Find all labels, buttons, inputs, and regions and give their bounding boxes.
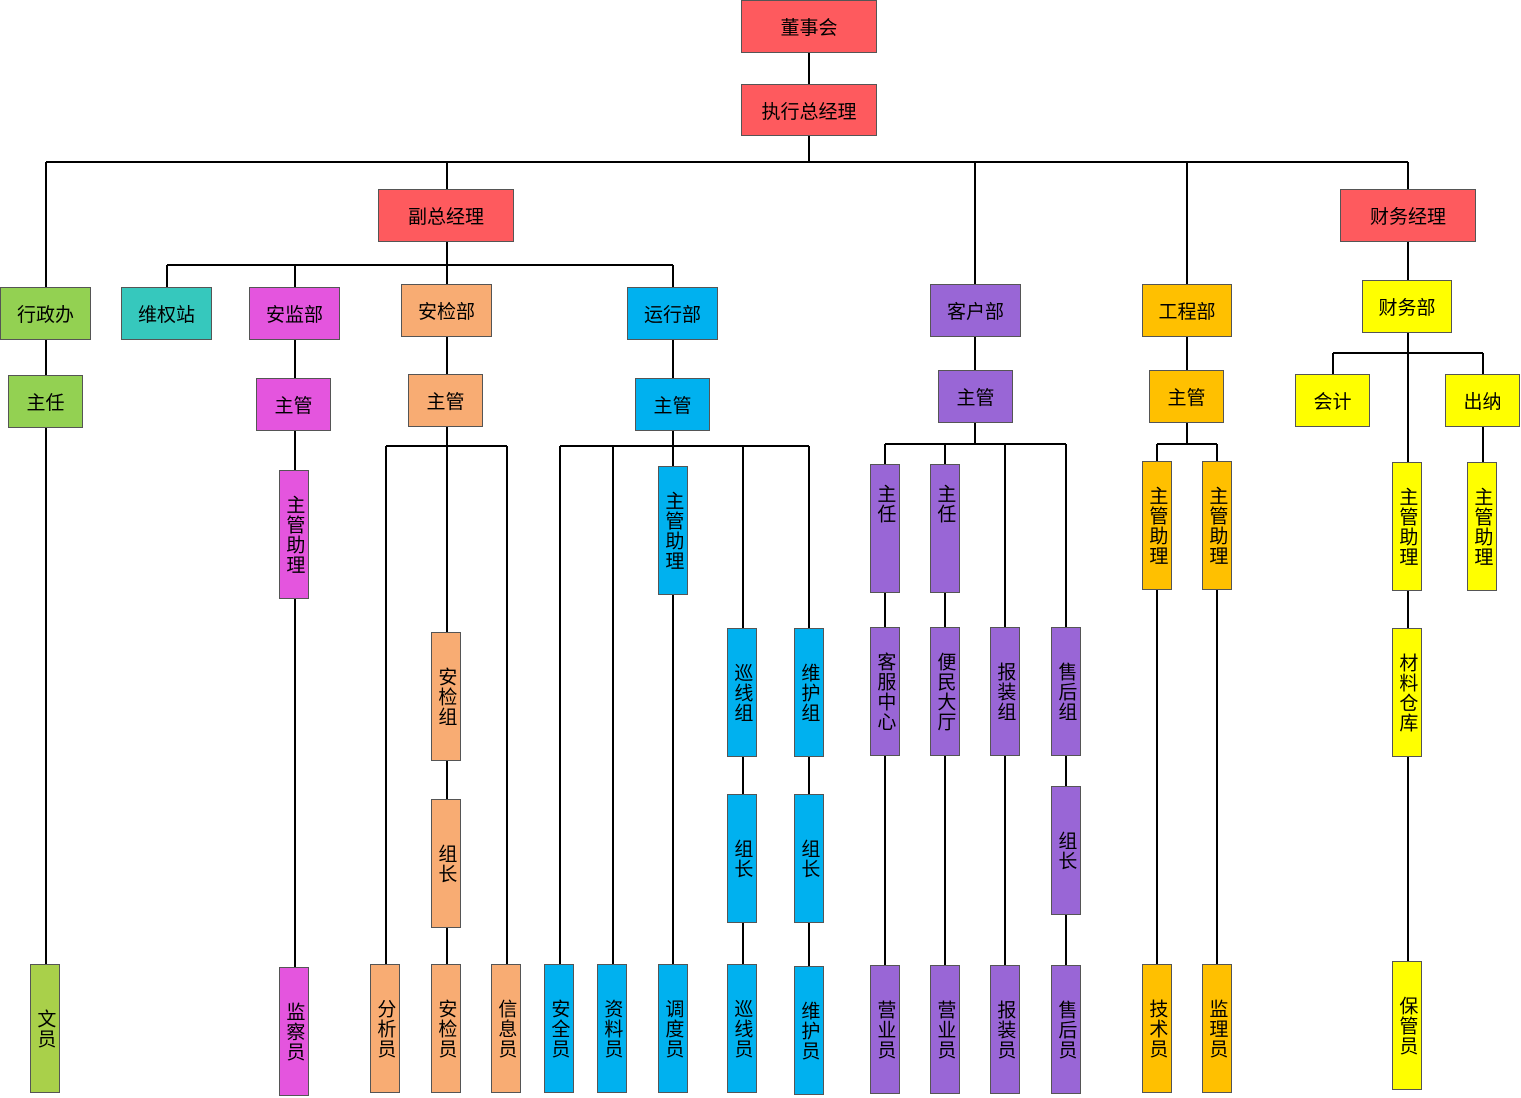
node-supervision-inspector: 监察员 <box>279 967 309 1096</box>
node-customer-dept: 客户部 <box>930 284 1021 337</box>
node-engineering-assistant-2: 主管助理 <box>1202 461 1232 590</box>
node-safety-check-dept: 安检部 <box>401 284 492 337</box>
node-operations-supervisor: 主管 <box>635 378 710 431</box>
node-safety-analyst: 分析员 <box>370 964 400 1093</box>
node-customer-supervisor: 主管 <box>938 370 1013 423</box>
node-safety-check-team: 安检组 <box>431 632 461 761</box>
node-sales-2: 营业员 <box>930 965 960 1094</box>
node-aftersale-team: 售后组 <box>1051 627 1081 756</box>
node-maint-staff: 维护员 <box>794 966 824 1095</box>
node-rights-station: 维权站 <box>121 287 212 340</box>
node-safety-check-supervisor: 主管 <box>408 374 483 427</box>
node-admin-director: 主任 <box>8 375 83 428</box>
node-engineering-supervisor: 主管 <box>1149 370 1224 423</box>
node-sales-1: 营业员 <box>870 965 900 1094</box>
node-finance-dept: 财务部 <box>1362 280 1452 333</box>
node-warehouse: 材料仓库 <box>1392 628 1422 757</box>
node-board: 董事会 <box>741 0 877 53</box>
node-admin-office: 行政办 <box>0 287 91 340</box>
node-vice-gm: 副总经理 <box>378 189 514 242</box>
node-supervision-supervisor: 主管 <box>256 378 331 431</box>
node-aftersale-leader: 组长 <box>1051 786 1081 915</box>
node-supervision-dept: 安监部 <box>249 287 340 340</box>
node-installer: 报装员 <box>990 965 1020 1094</box>
node-technician: 技术员 <box>1142 964 1172 1093</box>
node-convenience-hall: 便民大厅 <box>930 627 960 756</box>
node-safety-officer: 安全员 <box>544 964 574 1093</box>
node-admin-clerk: 文员 <box>30 964 60 1093</box>
node-maint-team: 维护组 <box>794 628 824 757</box>
node-customer-director-2: 主任 <box>930 464 960 593</box>
node-docs-clerk: 资料员 <box>597 964 627 1093</box>
node-operations-dept: 运行部 <box>627 287 718 340</box>
node-patrol-staff: 巡线员 <box>727 964 757 1093</box>
node-aftersale-staff: 售后员 <box>1051 965 1081 1094</box>
node-supervision-assistant: 主管助理 <box>279 470 309 599</box>
node-operations-assistant: 主管助理 <box>658 466 688 595</box>
node-engineering-dept: 工程部 <box>1142 284 1232 337</box>
node-maint-leader: 组长 <box>794 794 824 923</box>
node-patrol-leader: 组长 <box>727 794 757 923</box>
node-safety-info: 信息员 <box>491 964 521 1093</box>
node-finance-assistant-2: 主管助理 <box>1467 462 1497 591</box>
node-customer-director-1: 主任 <box>870 464 900 593</box>
node-safety-check-leader: 组长 <box>431 799 461 928</box>
node-ceo: 执行总经理 <box>741 84 877 136</box>
node-service-center: 客服中心 <box>870 627 900 756</box>
node-finance-manager: 财务经理 <box>1340 189 1476 242</box>
node-finance-assistant-1: 主管助理 <box>1392 462 1422 591</box>
node-accountant: 会计 <box>1295 374 1370 427</box>
node-safety-inspector: 安检员 <box>431 964 461 1093</box>
node-cashier: 出纳 <box>1445 374 1520 427</box>
node-engineering-assistant-1: 主管助理 <box>1142 461 1172 590</box>
node-dispatcher: 调度员 <box>658 964 688 1093</box>
node-install-team: 报装组 <box>990 627 1020 756</box>
node-patrol-team: 巡线组 <box>727 628 757 757</box>
node-supervision-staff: 监理员 <box>1202 964 1232 1093</box>
node-keeper: 保管员 <box>1392 961 1422 1090</box>
